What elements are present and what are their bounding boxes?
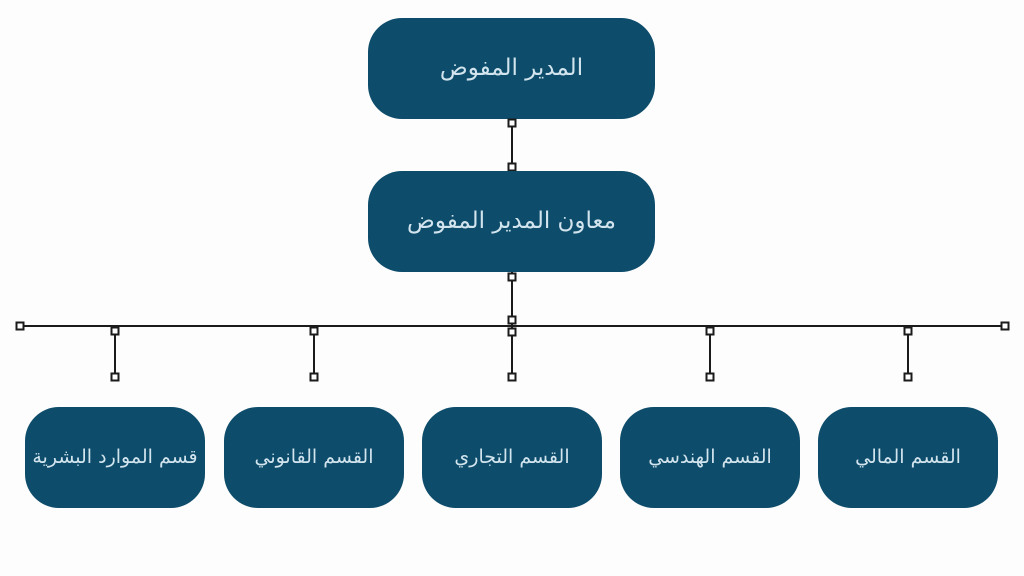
handle-stub-finance-bottom[interactable]	[903, 372, 913, 382]
org-node-dept-commercial-label: القسم التجاري	[454, 446, 570, 469]
org-node-dept-human-resources[interactable]: قسم الموارد البشرية	[25, 407, 205, 508]
handle-connector-deputy-bus-top[interactable]	[507, 272, 517, 282]
handle-stub-engineering-top[interactable]	[705, 326, 715, 336]
connector-stub-legal[interactable]	[313, 327, 315, 373]
handle-connector-root-deputy-top[interactable]	[507, 118, 517, 128]
connector-stub-engineering[interactable]	[709, 327, 711, 373]
handle-stub-legal-top[interactable]	[309, 326, 319, 336]
org-node-dept-finance-label: القسم المالي	[855, 446, 961, 469]
org-node-dept-human-resources-label: قسم الموارد البشرية	[32, 446, 198, 469]
handle-stub-commercial-top[interactable]	[507, 327, 517, 337]
org-node-managing-director[interactable]: المدير المفوض	[368, 18, 655, 119]
handle-connector-root-deputy-bottom[interactable]	[507, 162, 517, 172]
org-node-dept-legal[interactable]: القسم القانوني	[224, 407, 404, 508]
org-node-dept-legal-label: القسم القانوني	[254, 446, 374, 469]
connector-stub-hr[interactable]	[114, 327, 116, 373]
handle-bus-left-end[interactable]	[15, 321, 25, 331]
connector-deputy-to-bus[interactable]	[511, 272, 513, 326]
connector-stub-finance[interactable]	[907, 327, 909, 373]
handle-stub-hr-top[interactable]	[110, 326, 120, 336]
handle-connector-deputy-bus-bottom[interactable]	[507, 315, 517, 325]
org-node-dept-engineering-label: القسم الهندسي	[648, 446, 772, 469]
org-node-deputy-managing-director[interactable]: معاون المدير المفوض	[368, 171, 655, 272]
handle-stub-finance-top[interactable]	[903, 326, 913, 336]
connector-horizontal-bus[interactable]	[20, 325, 1006, 327]
org-node-managing-director-label: المدير المفوض	[439, 54, 584, 81]
handle-stub-commercial-bottom[interactable]	[507, 372, 517, 382]
org-node-deputy-managing-director-label: معاون المدير المفوض	[407, 207, 616, 234]
org-node-dept-engineering[interactable]: القسم الهندسي	[620, 407, 800, 508]
handle-stub-hr-bottom[interactable]	[110, 372, 120, 382]
connector-stub-commercial[interactable]	[511, 327, 513, 373]
org-node-dept-finance[interactable]: القسم المالي	[818, 407, 998, 508]
handle-bus-right-end[interactable]	[1000, 321, 1010, 331]
org-node-dept-commercial[interactable]: القسم التجاري	[422, 407, 602, 508]
handle-stub-engineering-bottom[interactable]	[705, 372, 715, 382]
handle-stub-legal-bottom[interactable]	[309, 372, 319, 382]
connector-root-to-deputy[interactable]	[511, 119, 513, 171]
